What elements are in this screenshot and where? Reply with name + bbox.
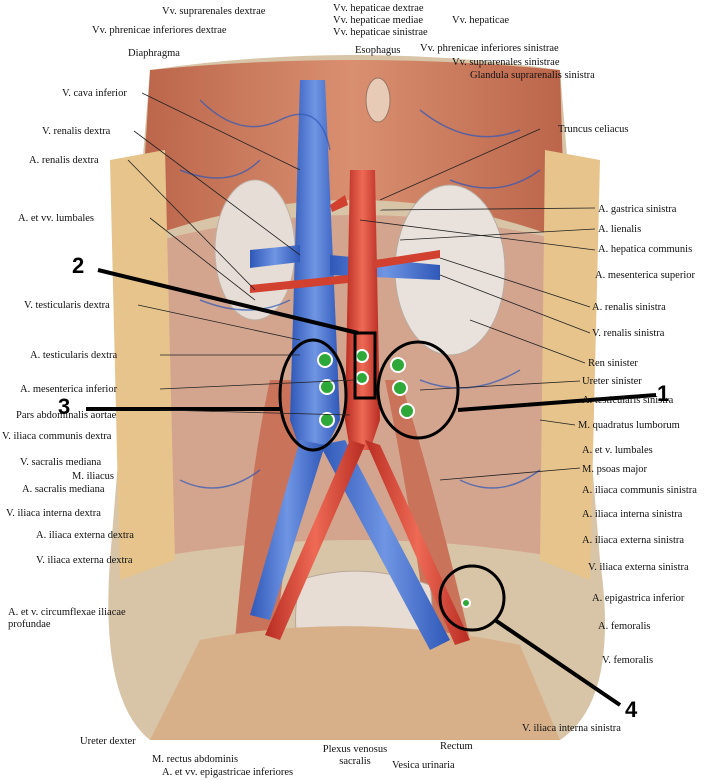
label-vv-hepaticae-mediae: Vv. hepaticae mediae [333, 15, 423, 26]
abdominal-aorta [345, 170, 380, 450]
label-a-lienalis: A. lienalis [598, 224, 642, 235]
marker-number-4: 4 [625, 697, 638, 722]
label-diaphragma: Diaphragma [128, 48, 180, 59]
annotation-ellipse-1 [376, 340, 460, 440]
label-vv-phrenicae-inferiores-dextrae: Vv. phrenicae inferiores dextrae [92, 25, 227, 36]
annotation-circle-4 [438, 564, 506, 632]
green-marker-dots [317, 349, 471, 608]
label-v-cava-inferior: V. cava inferior [62, 88, 127, 99]
label-m-rectus-abdominis: M. rectus abdominis [152, 754, 239, 765]
label-v-testicularis-dextra: V. testicularis dextra [24, 300, 110, 311]
label-vv-suprarenales-dextrae: Vv. suprarenales dextrae [162, 6, 266, 17]
label-v-iliaca-interna-dextra: V. iliaca interna dextra [6, 508, 101, 519]
label-a-femoralis: A. femoralis [598, 621, 651, 632]
label-a-testicularis-dextra: A. testicularis dextra [30, 350, 118, 361]
leader-2 [97, 268, 359, 335]
label-v-renalis-dextra: V. renalis dextra [42, 126, 111, 137]
label-leaders [127, 92, 596, 481]
label-vv-hepaticae: Vv. hepaticae [452, 15, 510, 26]
label-v-iliaca-communis-dextra: V. iliaca communis dextra [2, 431, 112, 442]
label-vv-hepaticae-dextrae: Vv. hepaticae dextrae [333, 3, 424, 14]
left-iliac-artery [365, 440, 470, 645]
label-vesica-urinaria: Vesica urinaria [392, 760, 455, 771]
label-ureter-sinister: Ureter sinister [582, 376, 642, 387]
right-lateral-wall [110, 150, 175, 580]
label-a-mesenterica-superior: A. mesenterica superior [595, 270, 696, 281]
label-a-renalis-dextra: A. renalis dextra [29, 155, 99, 166]
label-a-et-vv-epigastricae-inferiores: A. et vv. epigastricae inferiores [162, 767, 294, 778]
label-vv-phrenicae-inferiores-sinistrae: Vv. phrenicae inferiores sinistrae [420, 43, 559, 54]
label-a-et-v-circumflexae-iliacae-profundae: A. et v. circumflexae iliacae profundae [8, 607, 126, 630]
label-a-iliaca-interna-sinistra: A. iliaca interna sinistra [582, 509, 683, 520]
right-iliac-vein [250, 440, 325, 620]
label-m-psoas-major: M. psoas major [582, 464, 648, 475]
psoas-right [235, 380, 310, 650]
label-pars-abdominalis-aortae: Pars abdominalis aortae [16, 410, 117, 421]
esophagus [365, 77, 391, 123]
label-esophagus: Esophagus [355, 45, 401, 56]
label-a-gastrica-sinistra: A. gastrica sinistra [598, 204, 677, 215]
vessel-network [179, 99, 541, 489]
label-rectum: Rectum [440, 741, 473, 752]
left-iliac-vein [320, 440, 450, 650]
marker-number-2: 2 [72, 253, 85, 278]
annotation-bracket-2 [353, 331, 377, 400]
label-a-mesenterica-inferior: A. mesenterica inferior [20, 384, 118, 395]
left-renal-artery [375, 250, 440, 268]
left-lateral-wall [540, 150, 600, 580]
label-a-et-v-lumbales: A. et v. lumbales [582, 445, 653, 456]
right-renal-artery [250, 275, 348, 293]
label-v-renalis-sinistra: V. renalis sinistra [592, 328, 665, 339]
label-a-et-vv-lumbales: A. et vv. lumbales [18, 213, 95, 224]
label-vv-suprarenales-sinistrae: Vv. suprarenales sinistrae [452, 57, 560, 68]
label-ureter-dexter: Ureter dexter [80, 736, 136, 747]
label-m-quadratus-lumborum: M. quadratus lumborum [578, 420, 680, 431]
label-a-hepatica-communis: A. hepatica communis [598, 244, 693, 255]
label-v-sacralis-mediana: V. sacralis mediana [20, 457, 102, 468]
celiac-trunk [330, 195, 348, 212]
abdominal-flap [150, 626, 560, 740]
label-a-epigastrica-inferior: A. epigastrica inferior [592, 593, 685, 604]
label-a-iliaca-externa-sinistra: A. iliaca externa sinistra [582, 535, 685, 546]
label-v-iliaca-externa-sinistra: V. iliaca externa sinistra [588, 562, 689, 573]
label-a-testicularis-sinistra: A. testicularis sinistra [582, 395, 674, 406]
annotation-ellipse-3 [278, 338, 348, 452]
right-iliac-artery [265, 440, 365, 640]
label-v-iliaca-interna-sinistra: V. iliaca interna sinistra [522, 723, 621, 734]
label-plexus-venosus-sacralis: Plexus venosus sacralis [322, 744, 388, 767]
label-a-iliaca-externa-dextra: A. iliaca externa dextra [36, 530, 134, 541]
label-v-iliaca-externa-dextra: V. iliaca externa dextra [36, 555, 133, 566]
label-truncus-celiacus: Truncus celiacus [558, 124, 629, 135]
label-m-iliacus: M. iliacus [72, 471, 114, 482]
psoas-left [385, 380, 470, 650]
label-v-femoralis: V. femoralis [602, 655, 654, 666]
label-ren-sinister: Ren sinister [588, 358, 638, 369]
label-a-sacralis-mediana: A. sacralis mediana [22, 484, 105, 495]
marker-number-1: 1 [657, 381, 670, 406]
leader-4 [493, 618, 622, 707]
label-a-renalis-sinistra: A. renalis sinistra [592, 302, 666, 313]
leader-1 [457, 393, 657, 412]
right-renal-vein [250, 245, 300, 268]
label-vv-hepaticae-sinistrae: Vv. hepaticae sinistrae [333, 27, 428, 38]
label-a-iliaca-communis-sinistra: A. iliaca communis sinistra [582, 485, 697, 496]
marker-number-3: 3 [58, 394, 71, 419]
label-glandula-suprarenalis-sinistra: Glandula suprarenalis sinistra [470, 70, 595, 81]
